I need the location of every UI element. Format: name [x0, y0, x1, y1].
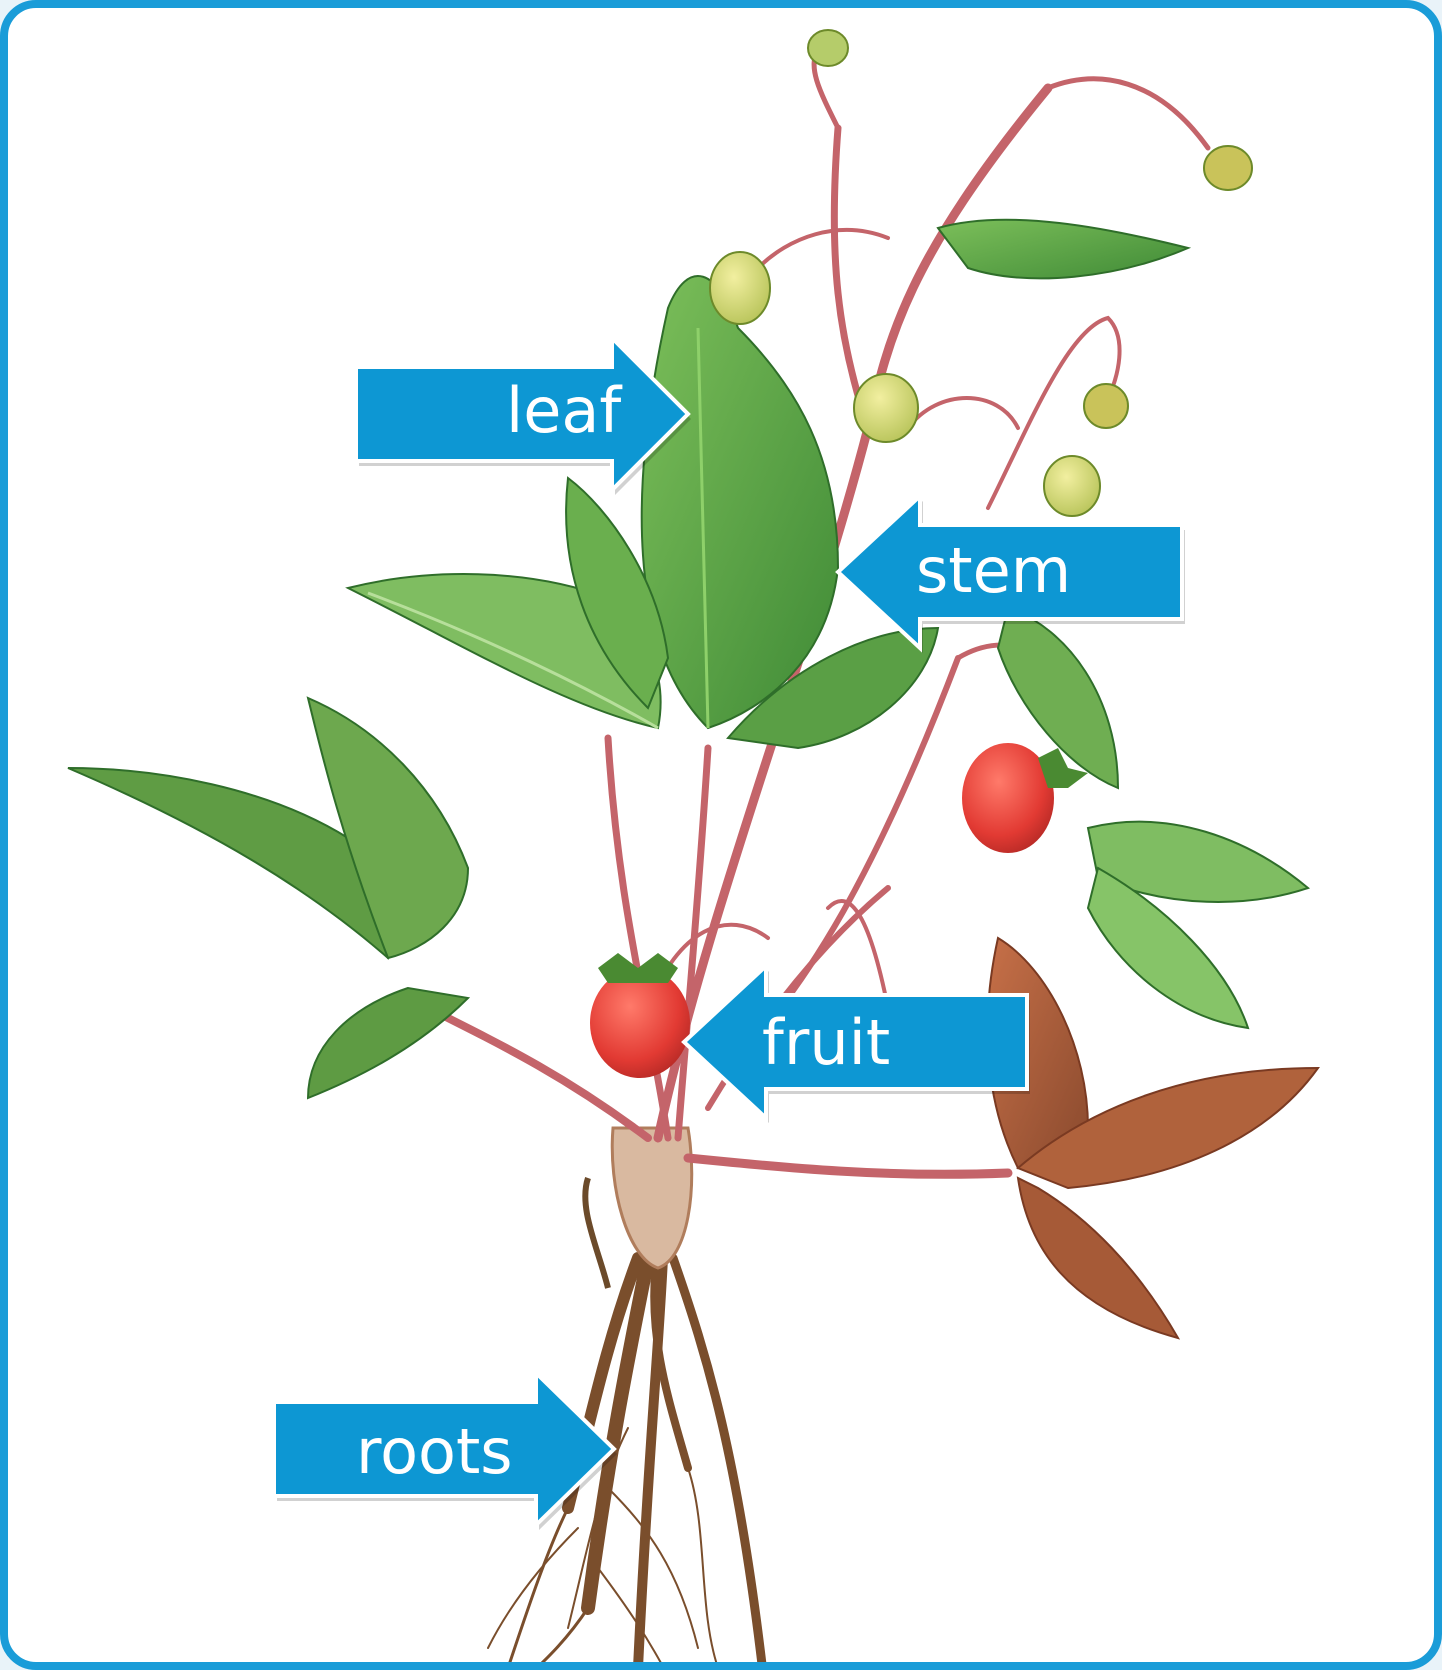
fruit-label: fruit — [762, 1012, 890, 1074]
roots-callout: roots — [268, 1367, 620, 1531]
roots-label: roots — [356, 1421, 513, 1483]
plant-crown — [612, 1128, 692, 1268]
ripe-berry-low — [590, 953, 690, 1078]
leaf-label: leaf — [506, 380, 621, 442]
leaf-callout: leaf — [350, 332, 695, 496]
ripe-berry-right — [962, 743, 1088, 853]
fruit-callout: fruit — [678, 960, 1033, 1124]
stem-callout: stem — [832, 490, 1188, 654]
strawberry-plant-illustration — [8, 8, 1442, 1670]
reddish-leaf-group — [988, 938, 1318, 1338]
stem-label: stem — [916, 540, 1071, 602]
